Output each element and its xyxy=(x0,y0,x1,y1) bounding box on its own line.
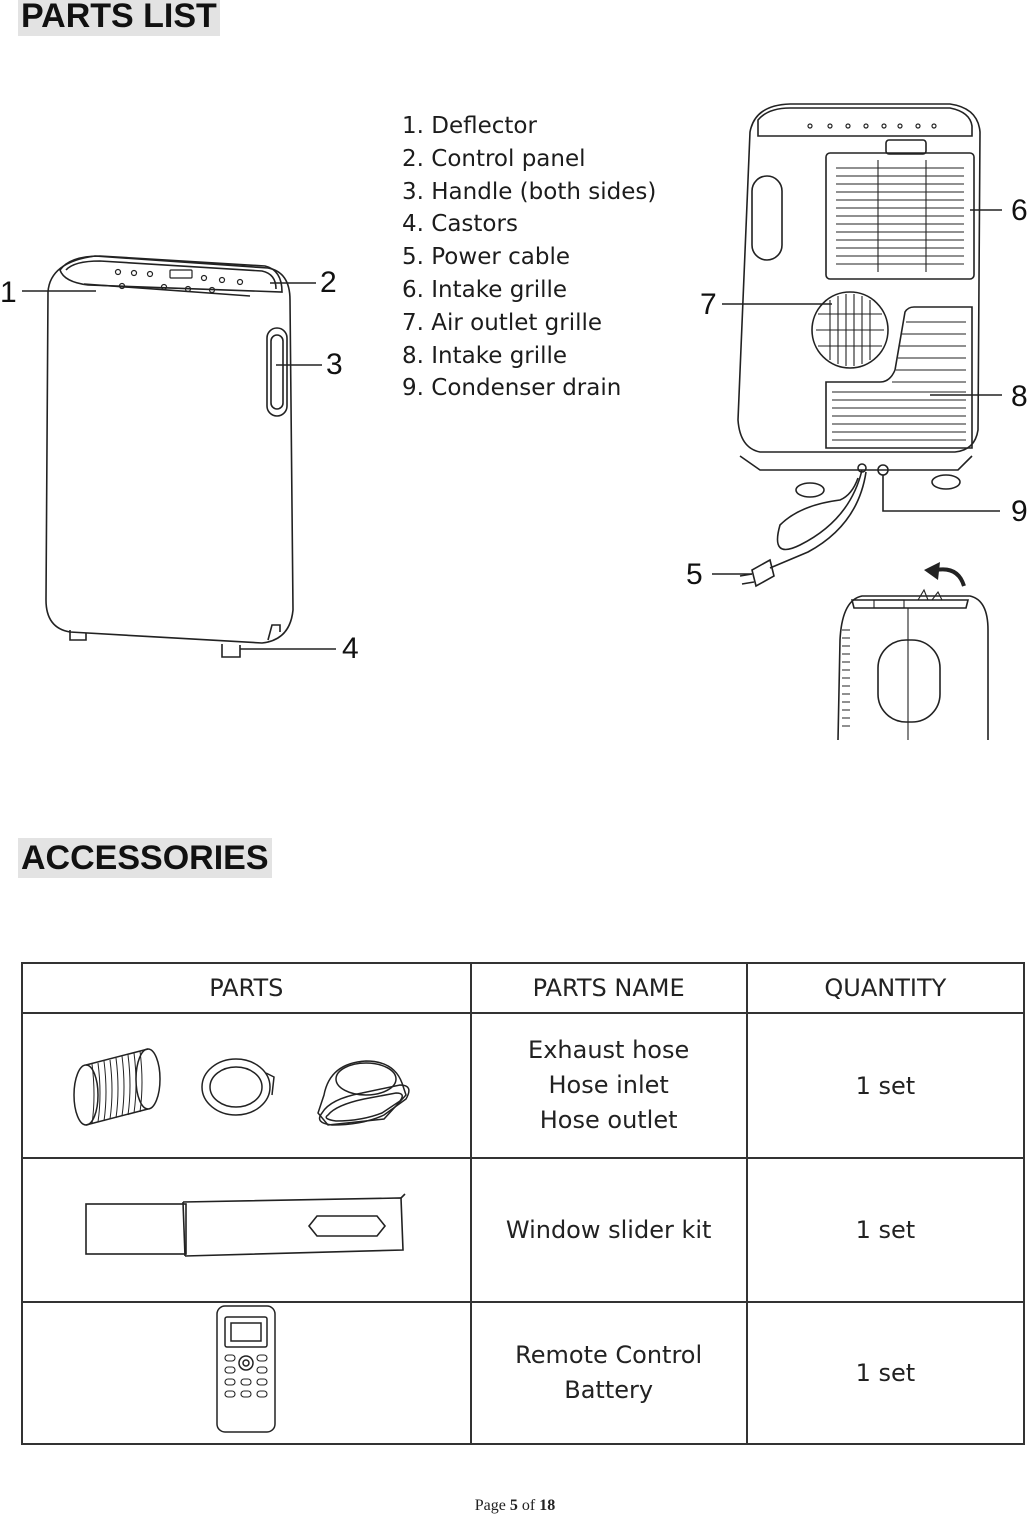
parts-name-cell: Remote Control Battery xyxy=(469,1301,748,1445)
callout-number-6: 6 xyxy=(1011,194,1028,227)
footer-page-prefix: Page xyxy=(474,1497,506,1514)
column-header-parts: PARTS xyxy=(21,962,472,1014)
footer-total-pages: 18 xyxy=(539,1497,556,1514)
callout-number-4: 4 xyxy=(342,632,359,665)
callout-number-1: 1 xyxy=(0,276,17,309)
part-item-handle: 3. Handle (both sides) xyxy=(402,178,657,205)
front-view-unit-drawing xyxy=(22,255,336,658)
part-name-hose-inlet: Hose inlet xyxy=(548,1071,669,1099)
parts-image-cell xyxy=(21,1012,472,1159)
footer-of: of xyxy=(521,1497,536,1514)
accessories-table: PARTS PARTS NAME QUANTITY xyxy=(21,962,1026,1445)
callout-number-9: 9 xyxy=(1011,495,1028,528)
parts-name-cell: Window slider kit xyxy=(469,1157,748,1303)
table-row: Exhaust hose Hose inlet Hose outlet 1 se… xyxy=(21,1012,1026,1159)
part-item-deflector: 1. Deflector xyxy=(402,113,537,139)
parts-list: 1. Deflector 2. Control panel 3. Handle … xyxy=(402,110,656,405)
parts-name-cell: Exhaust hose Hose inlet Hose outlet xyxy=(469,1012,748,1159)
exhaust-hose-kit-image xyxy=(73,1047,410,1126)
quantity-cell: 1 set xyxy=(745,1157,1026,1303)
air-conditioner-illustration xyxy=(22,103,1002,741)
quantity-cell: 1 set xyxy=(745,1301,1026,1445)
part-item-intake-grille-upper: 6. Intake grille xyxy=(402,276,568,303)
callout-number-7: 7 xyxy=(700,288,717,321)
column-header-parts-name: PARTS NAME xyxy=(469,962,748,1014)
part-item-control-panel: 2. Control panel xyxy=(402,145,586,172)
part-name-window-slider-kit: Window slider kit xyxy=(505,1215,712,1244)
hose-outlet-drawing xyxy=(317,1059,410,1126)
callout-number-3: 3 xyxy=(326,348,343,381)
callout-number-5: 5 xyxy=(686,558,703,591)
part-item-air-outlet-grille: 7. Air outlet grille xyxy=(402,309,603,336)
parts-image-cell xyxy=(21,1301,472,1445)
hose-inlet-drawing xyxy=(201,1057,276,1116)
footer-current-page: 5 xyxy=(509,1497,518,1514)
table-row: Window slider kit 1 set xyxy=(21,1157,1026,1303)
part-item-condenser-drain: 9. Condenser drain xyxy=(402,375,622,402)
callout-number-2: 2 xyxy=(320,266,337,299)
exhaust-hose-drawing xyxy=(73,1047,162,1126)
table-header-row: PARTS PARTS NAME QUANTITY xyxy=(21,962,1026,1014)
column-header-quantity: QUANTITY xyxy=(745,962,1026,1014)
side-detail-drawing xyxy=(837,562,989,741)
quantity-cell: 1 set xyxy=(745,1012,1026,1159)
part-name-hose-outlet: Hose outlet xyxy=(539,1106,678,1134)
page-footer: Page 5 of 18 xyxy=(0,1497,1030,1515)
accessories-heading: ACCESSORIES xyxy=(18,838,272,878)
callout-number-8: 8 xyxy=(1011,380,1028,413)
window-slider-kit-image xyxy=(85,1193,406,1257)
part-name-remote-control: Remote Control xyxy=(515,1341,703,1369)
part-item-castors: 4. Castors xyxy=(402,211,518,238)
back-view-unit-drawing xyxy=(712,103,1002,588)
remote-control-image xyxy=(216,1305,277,1433)
part-item-intake-grille-lower: 8. Intake grille xyxy=(402,342,568,369)
parts-image-cell xyxy=(21,1157,472,1303)
part-item-power-cable: 5. Power cable xyxy=(402,244,570,271)
table-row: Remote Control Battery 1 set xyxy=(21,1301,1026,1445)
parts-list-heading: PARTS LIST xyxy=(18,0,220,36)
part-name-battery: Battery xyxy=(564,1376,654,1404)
part-name-exhaust-hose: Exhaust hose xyxy=(528,1036,690,1064)
